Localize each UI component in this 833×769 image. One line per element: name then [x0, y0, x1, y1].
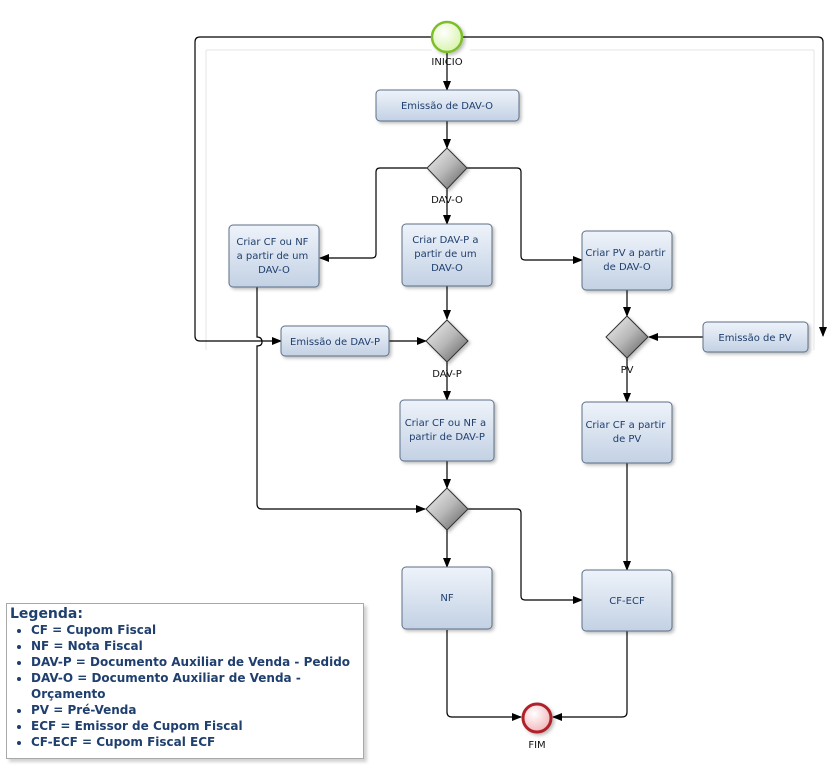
edge-criar-cf-nf-gw-merge	[256, 287, 426, 513]
task-cf-ecf: CF-ECF	[581, 569, 673, 632]
gateway-dav-p-label: DAV-P	[432, 369, 462, 380]
task-criar-dav-p-line-3: DAV-O	[431, 263, 463, 274]
task-criar-dav-p-line-2: partir de um	[414, 249, 476, 260]
task-cf-ecf-label: CF-ECF	[609, 596, 645, 607]
legend-item-dav-o: DAV-O = Documento Auxiliar de Venda - Or…	[31, 670, 363, 702]
edge-gw-merge-cf-ecf	[468, 508, 583, 604]
edges	[194, 36, 827, 721]
task-emissao-dav-p-label: Emissão de DAV-P	[290, 337, 380, 348]
legend-list: CF = Cupom Fiscal NF = Nota Fiscal DAV-P…	[7, 622, 363, 750]
gateway-dav-o	[426, 147, 468, 190]
task-criar-cf-nf-dav-o-line-3: DAV-O	[258, 265, 290, 276]
task-criar-cf-nf-dav-p-text: Criar CF ou NF a partir de DAV-P	[405, 418, 490, 443]
gateway-pv	[605, 315, 649, 359]
task-criar-cf-pv: Criar CF a partir de PV	[581, 401, 673, 464]
task-criar-cf-nf-dav-o: Criar CF ou NF a partir de um DAV-O	[228, 224, 320, 288]
task-criar-cf-nf-dav-o-text: Criar CF ou NF a partir de um DAV-O	[236, 237, 311, 276]
task-criar-dav-p-line-1: Criar DAV-P a	[412, 235, 478, 246]
start-event-label: INICIO	[431, 57, 462, 68]
task-nf: NF	[401, 566, 493, 630]
end-event-label: FIM	[528, 740, 545, 751]
legend-item-dav-p: DAV-P = Documento Auxiliar de Venda - Pe…	[31, 654, 363, 670]
task-emissao-pv: Emissão de PV	[702, 321, 809, 353]
end-event	[521, 702, 553, 734]
legend-item-ecf: ECF = Emissor de Cupom Fiscal	[31, 718, 363, 734]
edge-nf-fim	[446, 630, 522, 721]
task-criar-cf-nf-dav-p-line-2: partir de DAV-P	[409, 432, 485, 443]
task-emissao-dav-o-label: Emissão de DAV-O	[401, 101, 493, 112]
edge-start-left-loop	[194, 36, 433, 345]
gateway-merge	[425, 487, 469, 531]
task-criar-cf-pv-text: Criar CF a partir de PV	[585, 420, 668, 445]
task-criar-cf-nf-dav-p: Criar CF ou NF a partir de DAV-P	[399, 399, 495, 462]
task-criar-cf-pv-line-1: Criar CF a partir	[585, 420, 666, 431]
task-criar-cf-nf-dav-o-line-2: a partir de um	[237, 251, 309, 262]
task-criar-pv: Criar PV a partir de DAV-O	[581, 230, 673, 291]
task-criar-cf-nf-dav-p-line-1: Criar CF ou NF a	[405, 418, 486, 429]
legend-box: Legenda: CF = Cupom Fiscal NF = Nota Fis…	[6, 603, 364, 759]
start-event	[430, 20, 464, 54]
gateway-dav-o-label: DAV-O	[431, 195, 463, 206]
task-emissao-pv-label: Emissão de PV	[718, 333, 791, 344]
edge-start-right-loop	[463, 36, 827, 337]
task-nf-label: NF	[440, 593, 453, 604]
gateway-pv-label: PV	[621, 365, 634, 376]
task-emissao-dav-p: Emissão de DAV-P	[280, 325, 390, 357]
task-criar-dav-p-text: Criar DAV-P a partir de um DAV-O	[412, 235, 481, 274]
edge-gw-dav-o-criar-pv	[467, 167, 583, 264]
legend-item-nf: NF = Nota Fiscal	[31, 638, 363, 654]
edge-gw-dav-o-criar-cf-nf	[319, 167, 427, 262]
edge-cf-ecf-fim	[552, 631, 628, 721]
task-criar-cf-pv-line-2: de PV	[613, 434, 642, 445]
background-guides	[205, 49, 815, 350]
legend-item-cf-ecf: CF-ECF = Cupom Fiscal ECF	[31, 734, 363, 750]
task-criar-pv-text: Criar PV a partir de DAV-O	[585, 248, 668, 273]
legend-item-cf: CF = Cupom Fiscal	[31, 622, 363, 638]
legend-item-pv: PV = Pré-Venda	[31, 702, 363, 718]
task-criar-pv-line-1: Criar PV a partir	[585, 248, 666, 259]
task-criar-dav-p: Criar DAV-P a partir de um DAV-O	[401, 223, 493, 287]
gateway-dav-p	[425, 319, 469, 363]
task-emissao-dav-o: Emissão de DAV-O	[375, 89, 520, 122]
task-criar-cf-nf-dav-o-line-1: Criar CF ou NF	[236, 237, 308, 248]
legend-title: Legenda:	[10, 606, 83, 622]
task-criar-pv-line-2: de DAV-O	[603, 262, 651, 273]
